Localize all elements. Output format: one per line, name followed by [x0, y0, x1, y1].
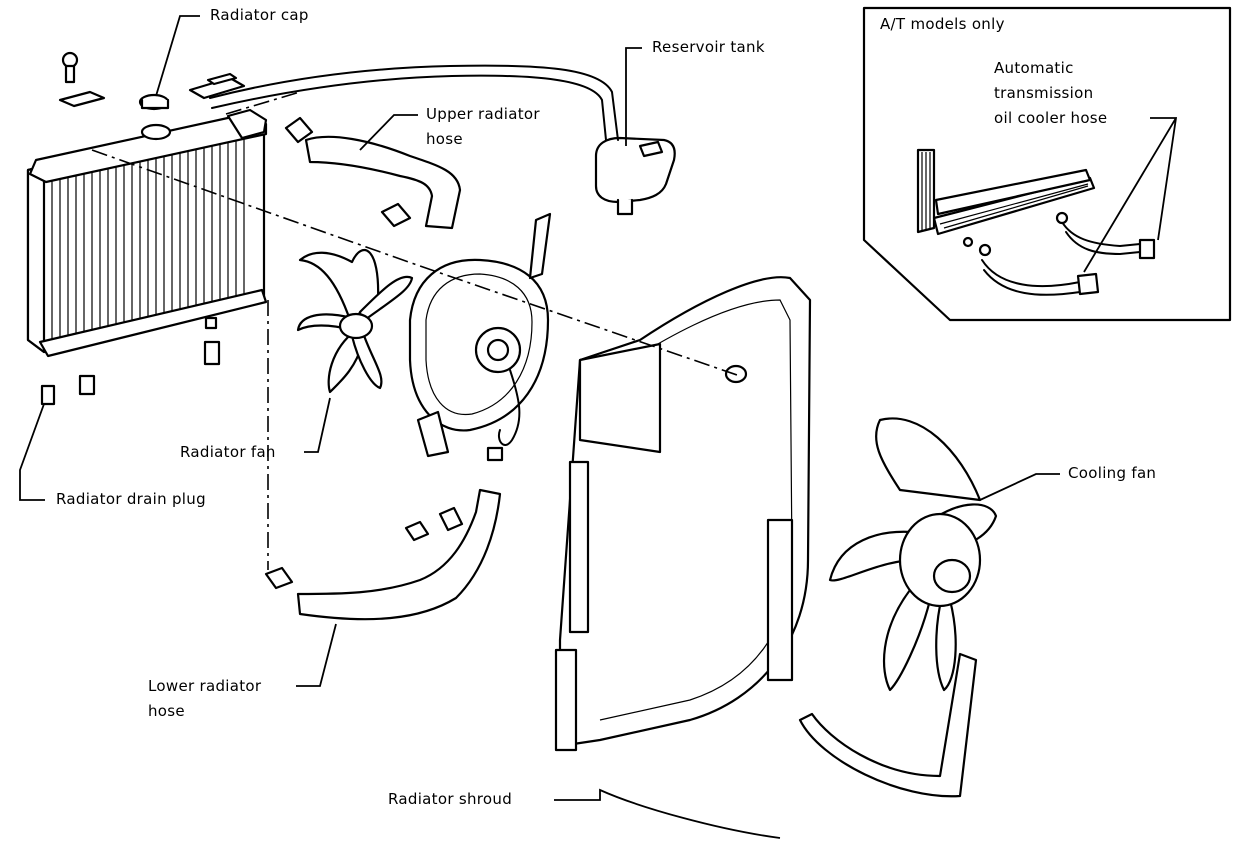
inset-box — [862, 6, 1232, 322]
radiator-fan — [296, 249, 414, 394]
reservoir-hose — [209, 64, 619, 141]
leader-lines — [19, 15, 1060, 839]
cooling-fan-label: Cooling fan — [1068, 464, 1157, 482]
inset-radiator — [916, 148, 1096, 236]
lower-radiator-hose — [264, 488, 502, 621]
radiator-cap-label: Radiator cap — [210, 6, 309, 24]
oil-cooler-hose-label: Automatic transmission oil cooler hose — [994, 59, 1108, 127]
lower-radiator-hose-label: Lower radiator hose — [148, 677, 262, 720]
bolt-top — [58, 51, 106, 108]
drain-plugs — [40, 316, 221, 406]
radiator-fan-label: Radiator fan — [180, 443, 276, 461]
radiator-shroud — [554, 276, 812, 752]
radiator — [26, 108, 268, 358]
upper-radiator-hose-label: Upper radiator hose — [426, 105, 540, 148]
inset-oil-cooler-hose — [962, 211, 1156, 296]
radiator-shroud-label: Radiator shroud — [388, 790, 513, 808]
inset-leader — [1083, 117, 1178, 273]
clip-bracket — [188, 72, 246, 100]
radiator-cap-neck — [138, 93, 172, 141]
fan-motor-assembly — [408, 212, 552, 462]
reservoir-tank — [594, 136, 676, 216]
alignment-lines — [91, 91, 741, 570]
upper-radiator-hose — [284, 116, 462, 230]
reservoir-tank-label: Reservoir tank — [652, 38, 765, 56]
cooling-fan — [798, 417, 998, 798]
radiator-drain-plug-label: Radiator drain plug — [56, 490, 206, 508]
inset-title: A/T models only — [880, 15, 1005, 33]
